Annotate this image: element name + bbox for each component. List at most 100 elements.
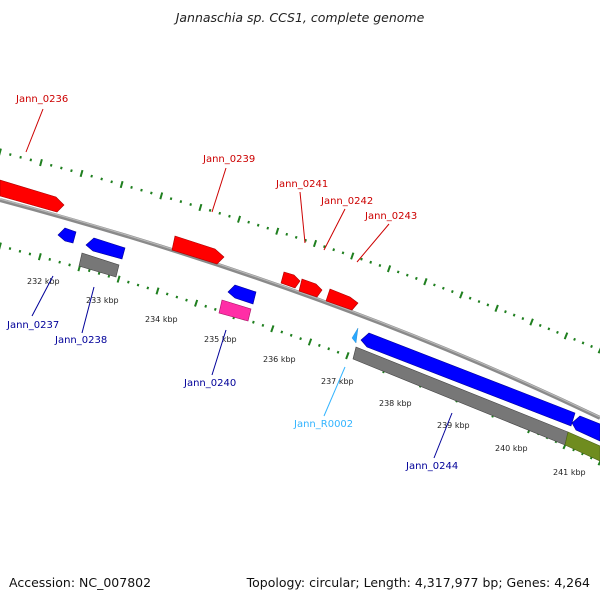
- outer-tick: [110, 180, 113, 184]
- outer-tick: [396, 270, 400, 274]
- gene-label-jann-0244[interactable]: Jann_0244: [405, 461, 458, 472]
- outer-tick: [49, 163, 53, 167]
- outer-tick: [119, 180, 124, 189]
- gene-label-jann-0242[interactable]: Jann_0242: [320, 196, 373, 207]
- scale-label-239: 239 kbp: [437, 421, 470, 430]
- leader-jann-0239: [211, 167, 227, 213]
- outer-tick: [477, 300, 481, 304]
- gene-label-jann-0241[interactable]: Jann_0241: [275, 179, 328, 190]
- leader-jann-0244: [433, 412, 453, 459]
- outer-tick: [70, 169, 73, 173]
- inner-tick: [107, 274, 111, 278]
- reverse-features: [57, 227, 600, 462]
- feature-jann-0237[interactable]: [57, 227, 77, 244]
- outer-tick: [79, 169, 84, 178]
- gene-label-jann-r0002[interactable]: Jann_R0002: [293, 419, 353, 430]
- inner-tick: [289, 333, 293, 337]
- inner-tick: [8, 247, 12, 251]
- inner-tick: [252, 320, 255, 324]
- feature-misc-0240[interactable]: [218, 299, 252, 322]
- outer-tick: [459, 291, 464, 299]
- outer-tick: [529, 318, 534, 326]
- scale-label-233: 233 kbp: [86, 296, 119, 305]
- leader-jann-0241: [299, 191, 306, 244]
- gene-label-jann-0237[interactable]: Jann_0237: [6, 320, 59, 331]
- leader-jann-0238: [81, 286, 95, 334]
- feature-jann-0239[interactable]: [171, 235, 225, 265]
- gene-label-jann-0239[interactable]: Jann_0239: [202, 154, 255, 165]
- outer-tick: [538, 323, 542, 327]
- inner-tick: [280, 330, 284, 334]
- inner-tick: [37, 253, 42, 261]
- outer-tick: [19, 155, 22, 159]
- genome-summary-text: Topology: circular; Length: 4,317,977 bp…: [246, 575, 590, 590]
- feature-pseudo-0238[interactable]: [78, 252, 120, 278]
- outer-tick: [581, 341, 585, 345]
- inner-tick: [204, 304, 208, 308]
- feature-jann-0240[interactable]: [227, 284, 257, 305]
- inner-tick: [194, 299, 199, 307]
- feature-jann-0242[interactable]: [298, 278, 323, 298]
- feature-jann-0245[interactable]: [571, 415, 600, 442]
- gene-label-jann-0238[interactable]: Jann_0238: [54, 335, 107, 346]
- feature-jann-0236[interactable]: [0, 179, 65, 213]
- outer-tick: [275, 227, 280, 235]
- inner-tick: [317, 343, 321, 347]
- outer-tick: [590, 344, 593, 348]
- outer-tick: [9, 153, 12, 157]
- inner-tick: [127, 280, 130, 284]
- feature-pseudo-0244[interactable]: [352, 346, 569, 446]
- gene-label-jann-0236[interactable]: Jann_0236: [15, 94, 68, 105]
- outer-tick: [228, 214, 231, 218]
- inner-tick: [327, 347, 331, 351]
- outer-tick: [189, 203, 192, 206]
- outer-tick: [159, 192, 164, 200]
- outer-tick: [179, 200, 183, 204]
- inner-tick: [175, 295, 179, 299]
- feature-jann-0238[interactable]: [85, 237, 126, 260]
- inner-tick-track: [0, 242, 600, 466]
- inner-tick: [18, 249, 22, 253]
- outer-tick: [0, 148, 2, 156]
- outer-tick: [441, 286, 445, 290]
- leader-jann-0240: [211, 329, 227, 376]
- gene-label-jann-0243[interactable]: Jann_0243: [364, 211, 417, 222]
- feature-green-0245[interactable]: [564, 431, 600, 462]
- scale-label-237: 237 kbp: [321, 377, 354, 386]
- outer-tick: [556, 330, 559, 334]
- feature-jann-0244[interactable]: [360, 332, 576, 427]
- outer-tick: [312, 239, 318, 248]
- inner-tick: [185, 298, 188, 302]
- feature-trna-r0002[interactable]: [351, 327, 359, 344]
- outer-tick: [414, 276, 418, 280]
- outer-tick: [405, 273, 409, 277]
- inner-tick: [0, 242, 2, 250]
- outer-tick: [237, 215, 242, 223]
- outer-tick: [494, 304, 499, 312]
- scale-label-232: 232 kbp: [27, 277, 60, 286]
- outer-tick: [486, 303, 490, 307]
- leader-jann-r0002: [323, 366, 346, 417]
- outer-tick: [433, 283, 436, 287]
- gene-label-jann-0240[interactable]: Jann_0240: [183, 378, 236, 389]
- outer-tick: [294, 235, 298, 239]
- inner-tick: [165, 292, 169, 296]
- feature-jann-0243[interactable]: [325, 288, 359, 311]
- outer-tick: [332, 248, 336, 252]
- outer-tick: [341, 251, 345, 255]
- genome-backbone: [0, 198, 600, 420]
- leader-jann-0243: [356, 223, 390, 263]
- outer-tick: [218, 211, 222, 215]
- inner-tick: [116, 275, 121, 283]
- outer-tick: [285, 232, 289, 236]
- feature-jann-0241[interactable]: [280, 271, 301, 289]
- outer-tick: [247, 220, 250, 224]
- outer-tick-track: [0, 148, 600, 354]
- leader-jann-0242: [323, 208, 346, 251]
- outer-tick: [304, 238, 307, 242]
- outer-tick: [29, 158, 33, 162]
- map-title: Jannaschia sp. CCS1, complete genome: [175, 10, 425, 25]
- inner-tick: [270, 325, 275, 333]
- leader-jann-0236: [25, 108, 44, 153]
